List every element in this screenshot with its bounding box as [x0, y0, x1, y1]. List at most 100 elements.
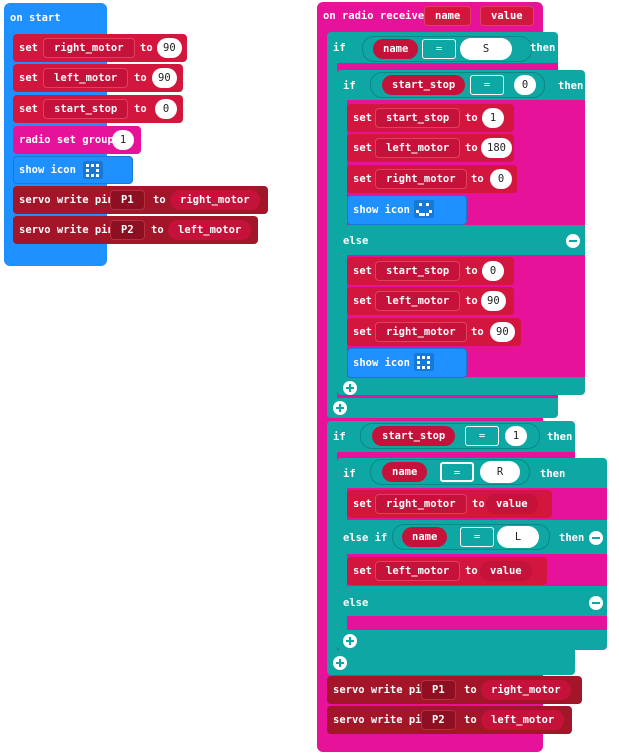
number-input[interactable]: 90 [490, 322, 515, 342]
variable-dropdown[interactable]: start_stop [375, 261, 461, 281]
pin-dropdown[interactable]: P1 [110, 190, 145, 210]
then-keyword: then [540, 468, 566, 480]
add-else-icon[interactable] [333, 656, 347, 670]
variable-dropdown[interactable]: right_motor [375, 494, 467, 514]
then-keyword: then [559, 532, 585, 544]
string-input[interactable]: S [460, 38, 512, 60]
variable-reporter[interactable]: value [486, 494, 538, 514]
remove-else-icon[interactable] [566, 234, 580, 248]
number-input[interactable]: 180 [481, 138, 512, 158]
number-input[interactable]: 0 [514, 75, 536, 95]
on-radio-received-label: on radio received [323, 10, 431, 22]
if-keyword: if [343, 468, 356, 480]
led-icon-picker[interactable] [414, 353, 434, 371]
variable-reporter[interactable]: value [480, 561, 532, 581]
variable-dropdown[interactable]: left_motor [375, 561, 461, 581]
then-keyword: then [547, 431, 573, 443]
if-keyword: if [333, 431, 346, 443]
number-input[interactable]: 1 [482, 108, 504, 128]
on-start-label: on start [10, 12, 61, 24]
number-input[interactable]: 1 [112, 130, 134, 150]
to-keyword: to [465, 565, 478, 577]
operator-dropdown[interactable]: = [460, 527, 494, 547]
variable-reporter[interactable]: right_motor [170, 190, 260, 210]
else-mouth [347, 616, 607, 630]
to-keyword: to [464, 714, 477, 726]
operator-dropdown[interactable]: = [470, 75, 504, 95]
to-keyword: to [472, 498, 485, 510]
set-keyword: set [353, 142, 372, 154]
pin-dropdown[interactable]: P1 [421, 680, 456, 700]
variable-reporter[interactable]: left_motor [481, 710, 565, 730]
then-keyword: then [530, 42, 556, 54]
to-keyword: to [471, 173, 484, 185]
show-icon-block[interactable] [13, 156, 133, 184]
then-keyword: then [558, 80, 584, 92]
variable-reporter[interactable]: name [382, 462, 428, 482]
else-keyword: else [343, 597, 369, 609]
show-icon-label: show icon [353, 204, 410, 216]
set-keyword: set [353, 295, 372, 307]
remove-else-icon[interactable] [589, 596, 603, 610]
variable-reporter[interactable]: start_stop [372, 426, 456, 446]
if-keyword: if [343, 80, 356, 92]
to-keyword: to [134, 103, 147, 115]
to-keyword: to [153, 194, 166, 206]
variable-reporter[interactable]: left_motor [168, 220, 252, 240]
add-else-icon[interactable] [333, 401, 347, 415]
set-keyword: set [353, 173, 372, 185]
to-keyword: to [465, 142, 478, 154]
string-input[interactable]: L [497, 526, 539, 548]
show-icon-block[interactable] [347, 195, 467, 225]
variable-dropdown[interactable]: left_motor [375, 291, 461, 311]
variable-reporter[interactable]: start_stop [382, 75, 466, 95]
remove-else-if-icon[interactable] [589, 531, 603, 545]
number-input[interactable]: 90 [481, 291, 506, 311]
operator-dropdown[interactable]: = [465, 426, 499, 446]
to-keyword: to [465, 112, 478, 124]
to-keyword: to [140, 42, 153, 54]
smiley-icon-picker[interactable] [414, 200, 434, 218]
if-keyword: if [333, 42, 346, 54]
to-keyword: to [471, 326, 484, 338]
number-input[interactable]: 0 [482, 261, 504, 281]
param-name[interactable]: name [424, 6, 472, 26]
number-input[interactable]: 0 [155, 99, 177, 119]
number-input[interactable]: 0 [490, 169, 512, 189]
to-keyword: to [465, 295, 478, 307]
to-keyword: to [464, 684, 477, 696]
else-if-keyword: else if [343, 532, 388, 544]
pin-dropdown[interactable]: P2 [421, 710, 456, 730]
variable-dropdown[interactable]: start_stop [43, 99, 129, 119]
servo-write-label: servo write pin [19, 224, 114, 236]
operator-dropdown[interactable]: = [440, 462, 474, 482]
param-value[interactable]: value [480, 6, 534, 26]
variable-dropdown[interactable]: start_stop [375, 108, 461, 128]
variable-dropdown[interactable]: right_motor [375, 169, 467, 189]
operator-dropdown[interactable]: = [422, 39, 456, 59]
variable-dropdown[interactable]: left_motor [43, 68, 129, 88]
variable-reporter[interactable]: name [373, 39, 419, 59]
set-keyword: set [353, 326, 372, 338]
set-keyword: set [353, 265, 372, 277]
variable-reporter[interactable]: name [402, 527, 448, 547]
led-icon-picker[interactable] [83, 161, 103, 179]
add-else-if-icon[interactable] [343, 381, 357, 395]
else-keyword: else [343, 235, 369, 247]
variable-dropdown[interactable]: right_motor [43, 38, 135, 58]
variable-dropdown[interactable]: left_motor [375, 138, 461, 158]
set-keyword: set [353, 565, 372, 577]
set-keyword: set [353, 112, 372, 124]
pin-dropdown[interactable]: P2 [110, 220, 145, 240]
set-keyword: set [19, 42, 38, 54]
number-input[interactable]: 90 [152, 68, 177, 88]
to-keyword: to [134, 72, 147, 84]
variable-reporter[interactable]: right_motor [481, 680, 571, 700]
add-else-if-icon[interactable] [343, 634, 357, 648]
string-input[interactable]: R [480, 461, 520, 483]
number-input[interactable]: 90 [157, 38, 182, 58]
variable-dropdown[interactable]: right_motor [375, 322, 467, 342]
to-keyword: to [151, 224, 164, 236]
show-icon-block[interactable] [347, 348, 467, 378]
number-input[interactable]: 1 [505, 426, 527, 446]
